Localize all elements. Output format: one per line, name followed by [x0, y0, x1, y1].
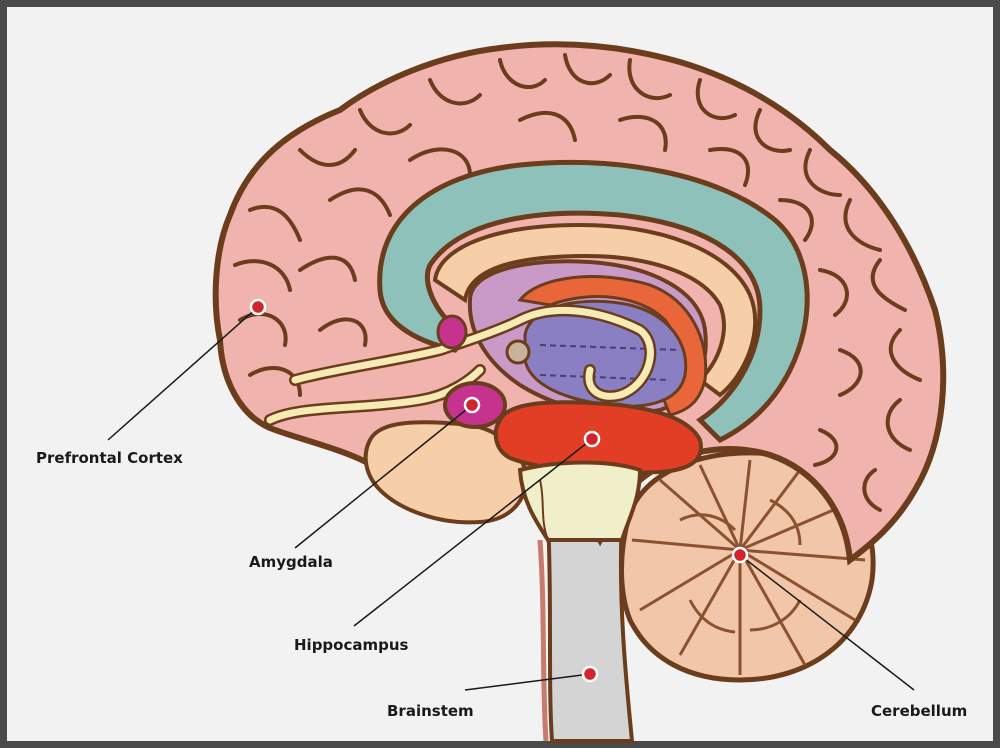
- leader-brainstem: [464, 673, 591, 691]
- label-brainstem: Brainstem: [387, 702, 474, 720]
- thalamus-stripes: [539, 344, 681, 381]
- label-amygdala: Amygdala: [249, 553, 333, 571]
- leader-prefrontal: [107, 306, 259, 441]
- temporal-lobe: [363, 420, 528, 525]
- cortex-gyri: [233, 53, 922, 512]
- cerebellum-folia: [631, 459, 866, 675]
- fornix-inner: [291, 306, 654, 400]
- leader-cerebellum: [739, 554, 915, 691]
- label-cerebellum: Cerebellum: [871, 702, 968, 720]
- leader-amygdala: [294, 404, 473, 549]
- spinal-cord: [545, 518, 635, 743]
- brainstem-detail: [539, 479, 549, 541]
- septal-nucleus: [436, 314, 468, 350]
- label-prefrontal-cortex: Prefrontal Cortex: [36, 449, 183, 467]
- mammillary-body: [505, 339, 531, 365]
- lateral-ventricle: [377, 159, 810, 444]
- thalamus-orange: [517, 275, 708, 417]
- marker-brainstem[interactable]: [581, 665, 599, 683]
- cerebellum-shape: [619, 450, 876, 683]
- label-hippocampus: Hippocampus: [294, 636, 409, 654]
- marker-amygdala[interactable]: [463, 396, 481, 414]
- brainstem-shape: [517, 460, 643, 542]
- marker-prefrontal-cortex[interactable]: [249, 298, 267, 316]
- marker-hippocampus[interactable]: [583, 430, 601, 448]
- marker-cerebellum[interactable]: [731, 546, 749, 564]
- leader-hippocampus: [353, 438, 593, 627]
- spinal-cord-edge: [537, 539, 549, 742]
- corpus-callosum: [432, 222, 758, 398]
